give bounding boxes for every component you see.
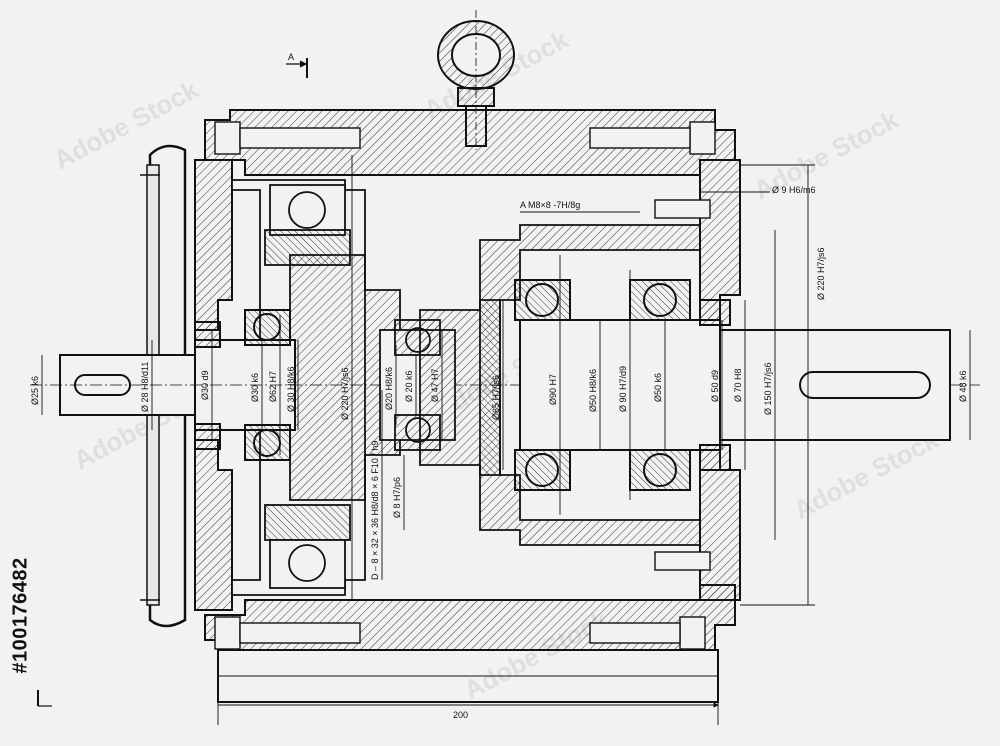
- svg-text:Ø30 d9: Ø30 d9: [200, 370, 210, 400]
- svg-text:Ø 8 H7/p6: Ø 8 H7/p6: [392, 477, 402, 518]
- svg-text:D – 8 × 32 × 36 H8/d8 × 6 F10: D – 8 × 32 × 36 H8/d8 × 6 F10 / h9: [370, 441, 380, 580]
- svg-text:Ø90 H7: Ø90 H7: [548, 374, 558, 405]
- svg-text:Ø 30 H8/k6: Ø 30 H8/k6: [286, 366, 296, 412]
- svg-text:Adobe Stock: Adobe Stock: [49, 74, 204, 175]
- svg-text:Ø 150 H7/js6: Ø 150 H7/js6: [763, 362, 773, 415]
- svg-text:Ø50 k6: Ø50 k6: [653, 373, 663, 402]
- svg-text:Ø62 H7: Ø62 H7: [268, 371, 278, 402]
- svg-text:A: A: [288, 52, 294, 62]
- bolts: [214, 121, 716, 650]
- svg-text:Ø 47 H7: Ø 47 H7: [430, 368, 440, 402]
- svg-text:A M8×8 -7H/8g: A M8×8 -7H/8g: [520, 200, 580, 210]
- svg-text:Ø 90 H7/d9: Ø 90 H7/d9: [618, 366, 628, 412]
- callout-labels: A M8×8 -7H/8g Ø 9 H6/m6 Ø 220 H7/js6: [520, 185, 826, 300]
- svg-text:Ø20 H8/k6: Ø20 H8/k6: [384, 367, 394, 410]
- dimension-labels-left: Ø25 k6 Ø 28 H8/d11 Ø30 d9 Ø30 k6 Ø62 H7 …: [30, 362, 501, 580]
- svg-text:Ø 220 H7/js6: Ø 220 H7/js6: [816, 247, 826, 300]
- svg-text:Ø65 H7/js6: Ø65 H7/js6: [491, 375, 501, 420]
- stock-id-label: #100176482: [9, 556, 32, 674]
- svg-text:Ø 70 H8: Ø 70 H8: [733, 368, 743, 402]
- section-marker: A: [37, 52, 308, 707]
- output-hub: [419, 224, 701, 546]
- svg-text:Ø30 k6: Ø30 k6: [250, 373, 260, 402]
- svg-text:Ø 20 k6: Ø 20 k6: [404, 370, 414, 402]
- svg-text:Ø 28 H8/d11: Ø 28 H8/d11: [140, 362, 150, 412]
- svg-text:Ø 48 k6: Ø 48 k6: [958, 370, 968, 402]
- input-gear-shaft: [231, 179, 401, 596]
- dimension-labels-right: Ø90 H7 Ø50 H8/k6 Ø 90 H7/d9 Ø50 k6 Ø 50 …: [548, 362, 968, 415]
- svg-text:Ø 9 H6/m6: Ø 9 H6/m6: [772, 185, 816, 195]
- svg-text:Ø 220 H7/js6: Ø 220 H7/js6: [340, 367, 350, 420]
- dimension-lines: [41, 155, 971, 725]
- svg-text:Ø 50 d9: Ø 50 d9: [710, 370, 720, 402]
- svg-text:Ø50 H8/k6: Ø50 H8/k6: [588, 369, 598, 412]
- overall-length-label: 200: [453, 710, 468, 720]
- svg-text:Ø25 k6: Ø25 k6: [30, 376, 40, 405]
- output-shaft: [514, 279, 951, 491]
